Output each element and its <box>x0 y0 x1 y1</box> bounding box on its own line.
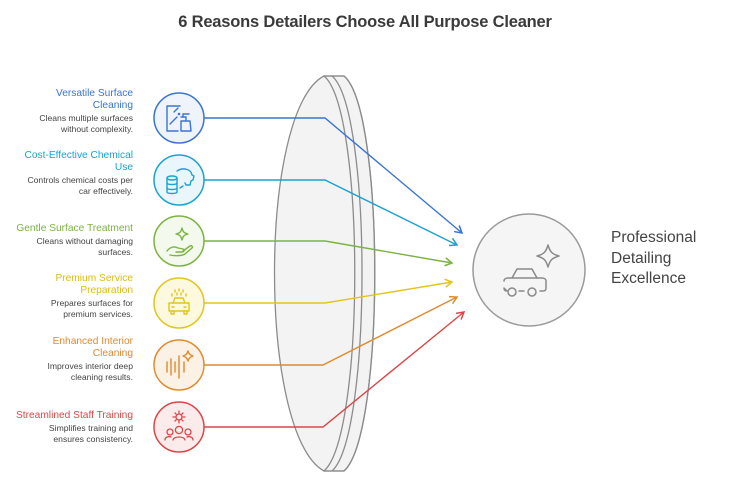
icon-circle-cost <box>153 154 205 206</box>
connector-cost <box>204 179 459 247</box>
piggy-bank-coins-icon <box>166 168 195 195</box>
icon-circle-versatile <box>153 92 205 144</box>
connector-gentle <box>204 240 454 267</box>
sound-wave-sparkle-icon <box>166 350 194 379</box>
car-wash-icon <box>168 288 190 315</box>
reason-title: Streamlined Staff Training <box>15 410 133 421</box>
icon-circle-premium <box>153 277 205 329</box>
icon-circle-interior <box>153 339 205 391</box>
connector-interior <box>204 295 459 366</box>
reason-gentle: Gentle Surface Treatment Cleans without … <box>0 223 133 258</box>
connector-lines <box>204 117 466 428</box>
hand-sparkle-icon <box>166 227 194 257</box>
reason-title: Gentle Surface Treatment <box>16 223 133 234</box>
outcome-circle <box>472 213 586 327</box>
icon-circle-gentle <box>153 215 205 267</box>
connector-training <box>204 311 466 428</box>
lens-shape <box>273 75 376 472</box>
icon-circle-training <box>153 401 205 453</box>
reason-training: Streamlined Staff Training Simplifies tr… <box>0 410 133 445</box>
spray-bottle-window-icon <box>166 105 192 132</box>
car-sparkle-icon <box>503 244 560 297</box>
connector-versatile <box>204 117 464 234</box>
page-title: 6 Reasons Detailers Choose All Purpose C… <box>178 13 552 31</box>
connector-premium <box>204 278 454 304</box>
team-gear-icon <box>164 410 194 441</box>
